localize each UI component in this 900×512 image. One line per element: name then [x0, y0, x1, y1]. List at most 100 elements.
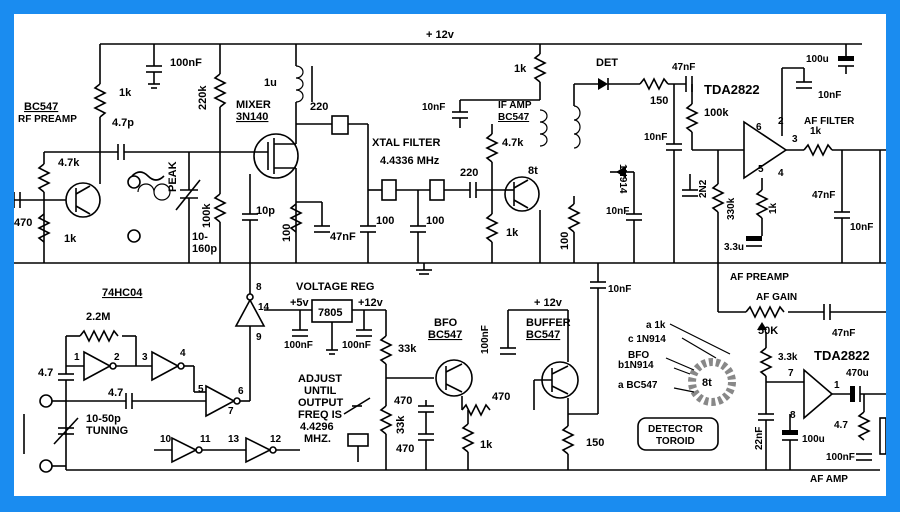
svg-text:+ 12v: + 12v [534, 297, 563, 309]
svg-text:1N914: 1N914 [617, 164, 628, 194]
af-filter-title: AF FILTER [804, 116, 855, 127]
af-filter-section: AF FILTER 1k 47nF 10nF [803, 116, 886, 263]
af-gain-section: AF GAIN 50K 47nF [717, 263, 886, 339]
svg-text:1k: 1k [480, 439, 493, 451]
tda-bottom-out-cap [850, 386, 855, 402]
peak-tank: PEAK 100k 10- 160p [127, 152, 217, 263]
svg-text:160p: 160p [192, 243, 217, 255]
svg-text:7: 7 [228, 406, 234, 417]
svg-text:8: 8 [790, 410, 796, 421]
schematic-diagram: + 12v BC547 RF PREAMP 1k 4.7p 4.7k 1k 47… [14, 29, 886, 485]
crystal-port-bottom [39, 459, 53, 473]
peak-trim-bottom [127, 229, 141, 243]
rf-preamp-title: RF PREAMP [18, 114, 77, 125]
inverter-1 [83, 350, 112, 382]
vreg-title: VOLTAGE REG [296, 281, 374, 293]
af-filter-resistor [803, 143, 833, 157]
svg-text:50K: 50K [758, 325, 778, 337]
svg-text:8: 8 [256, 282, 262, 293]
svg-text:10nF: 10nF [850, 222, 873, 233]
svg-text:a BC547: a BC547 [618, 380, 658, 391]
svg-text:OUTPUT: OUTPUT [298, 397, 344, 409]
svg-text:10: 10 [160, 434, 172, 445]
voltage-reg-section: VOLTAGE REG +5v +12v 7805 100nF 100nF [264, 281, 386, 355]
svg-text:10nF: 10nF [818, 90, 841, 101]
if-amp-section: 1k 10nF IF AMP BC547 8t 4.7k 1k 100 [422, 44, 581, 263]
mixer-mosfet [253, 133, 299, 179]
bfo-part: BC547 [428, 329, 462, 341]
tda-bottom-section: TDA2822 3.3k 7 8 1 470u 22nF 100u 4.7 10… [754, 332, 886, 485]
svg-text:470: 470 [14, 217, 32, 229]
svg-text:9: 9 [256, 332, 262, 343]
svg-text:100u: 100u [806, 54, 829, 65]
xtal-filter-title: XTAL FILTER [372, 137, 440, 149]
inverter-2 [151, 350, 180, 382]
buffer-part: BC547 [526, 329, 560, 341]
rf-bias-resistor [37, 163, 51, 193]
svg-text:+5v: +5v [290, 297, 310, 309]
svg-text:14: 14 [258, 302, 270, 313]
schematic-sheet: + 12v BC547 RF PREAMP 1k 4.7p 4.7k 1k 47… [14, 14, 886, 496]
svg-text:7: 7 [788, 368, 794, 379]
svg-text:6: 6 [756, 122, 762, 133]
svg-text:6: 6 [238, 386, 244, 397]
svg-text:100u: 100u [802, 434, 825, 445]
svg-text:100: 100 [376, 215, 394, 227]
svg-text:13: 13 [228, 434, 240, 445]
det-diode-1 [598, 78, 608, 90]
supply-label: + 12v [426, 29, 455, 41]
oscillator-section: 74HC04 2.2M 1 2 3 4 5 6 7 8 9 10 11 13 [23, 263, 300, 473]
svg-text:2N2: 2N2 [698, 179, 709, 198]
tda-top-section: TDA2822 6 2 3 5 4 100u 10nF 330k 2N2 1k … [682, 44, 854, 283]
svg-text:1: 1 [834, 380, 840, 391]
det-resistor [639, 77, 669, 91]
svg-text:4: 4 [180, 348, 186, 359]
svg-text:4: 4 [778, 168, 784, 179]
svg-text:100nF: 100nF [284, 340, 313, 351]
svg-text:100k: 100k [201, 203, 213, 228]
svg-text:7805: 7805 [318, 307, 342, 319]
svg-text:10nF: 10nF [644, 132, 667, 143]
svg-text:4.7: 4.7 [108, 387, 123, 399]
svg-text:4.4296: 4.4296 [300, 421, 334, 433]
svg-text:10nF: 10nF [422, 102, 445, 113]
svg-text:b1N914: b1N914 [618, 360, 654, 371]
svg-text:100k: 100k [704, 107, 729, 119]
svg-text:100: 100 [559, 232, 571, 250]
crystal-1 [331, 115, 349, 135]
tda-bottom-title: TDA2822 [814, 348, 870, 363]
svg-text:4.7k: 4.7k [58, 157, 80, 169]
svg-text:BFO: BFO [628, 350, 649, 361]
decoupling-cap-top: 100nF [146, 44, 202, 89]
svg-text:220: 220 [310, 101, 328, 113]
svg-text:5: 5 [758, 164, 764, 175]
svg-text:3: 3 [142, 352, 148, 363]
crystal-port-top [39, 394, 53, 408]
af-gain-pot [745, 305, 785, 319]
tuning-cap-value: 10-50p [86, 413, 121, 425]
bfo-title: BFO [434, 317, 458, 329]
svg-text:4.7: 4.7 [834, 420, 848, 431]
svg-text:2: 2 [778, 116, 784, 127]
toroid-title: DETECTOR [648, 424, 704, 435]
bfo-note: ADJUST [298, 373, 342, 385]
svg-text:100: 100 [426, 215, 444, 227]
svg-text:2.2M: 2.2M [86, 311, 110, 323]
crystal-3 [429, 179, 445, 201]
svg-text:8t: 8t [528, 165, 538, 177]
svg-text:470u: 470u [846, 368, 869, 379]
peak-trim-top [127, 175, 141, 189]
toroid-section: a 1k c 1N914 BFO b1N914 a BC547 8t DETEC… [618, 320, 736, 451]
rf-preamp-part: BC547 [24, 101, 58, 113]
svg-text:150: 150 [586, 437, 604, 449]
svg-text:3: 3 [792, 134, 798, 145]
mixer-part: 3N140 [236, 111, 268, 123]
svg-text:47nF: 47nF [330, 231, 356, 243]
toroid-title-box [637, 417, 719, 451]
svg-text:1u: 1u [264, 77, 277, 89]
svg-text:470: 470 [492, 391, 510, 403]
peak-label: PEAK [167, 161, 179, 192]
inverter-5 [245, 436, 272, 464]
inverter-4 [171, 436, 198, 464]
